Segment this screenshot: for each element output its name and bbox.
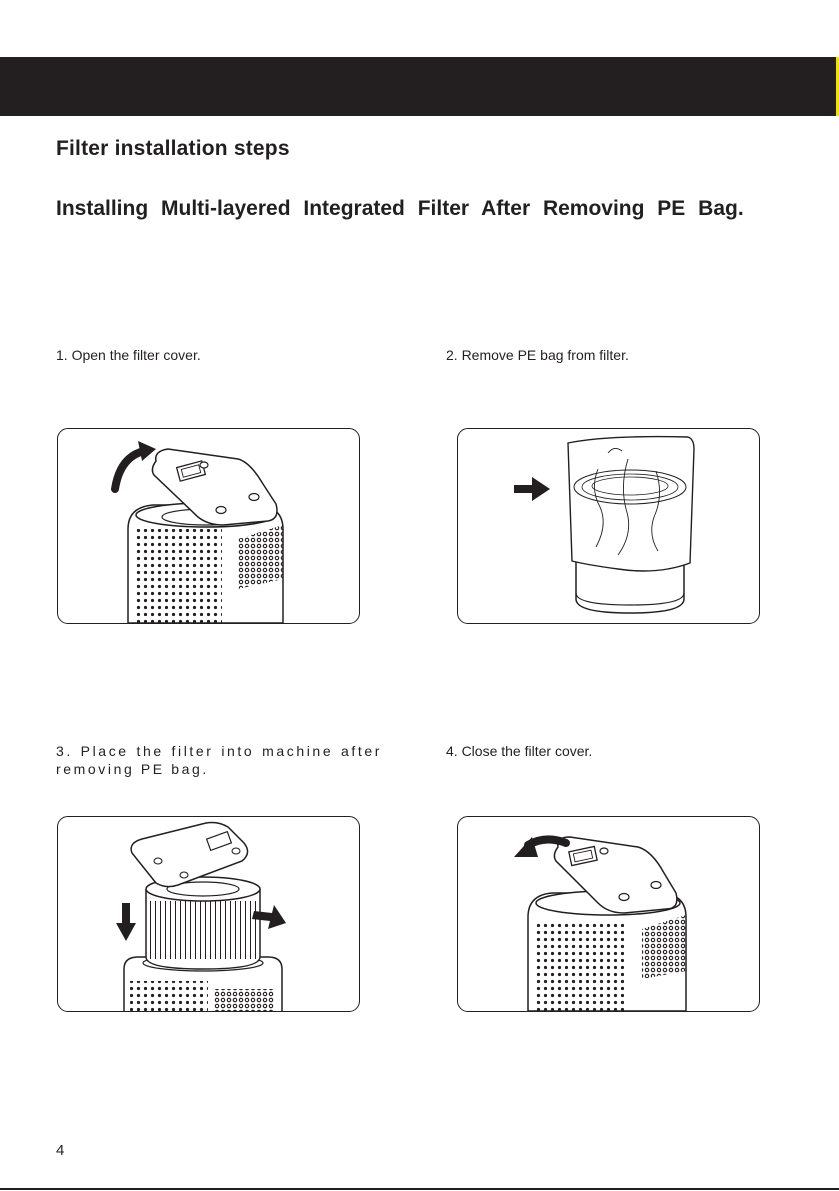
step-4-illustration-frame: [457, 816, 760, 1012]
step-2-caption: 2. Remove PE bag from filter.: [446, 346, 629, 364]
close-cover-illustration: [458, 817, 759, 1011]
step-2-illustration-frame: [457, 428, 760, 624]
open-cover-illustration: [58, 429, 359, 623]
page-number: 4: [56, 1142, 64, 1159]
remove-bag-illustration: [458, 429, 759, 623]
place-filter-illustration: [58, 817, 359, 1011]
step-1-caption: 1. Open the filter cover.: [56, 346, 201, 364]
section-title: Filter installation steps: [56, 137, 290, 161]
step-3-caption: 3. Place the filter into machine after r…: [56, 742, 382, 778]
step-1-illustration-frame: [57, 428, 360, 624]
subsection-title: Installing Multi-layered Integrated Filt…: [56, 193, 784, 224]
step-3-illustration-frame: [57, 816, 360, 1012]
step-4-caption: 4. Close the filter cover.: [446, 742, 592, 760]
footer-rule: [0, 1188, 839, 1190]
header-bar: [0, 57, 839, 116]
